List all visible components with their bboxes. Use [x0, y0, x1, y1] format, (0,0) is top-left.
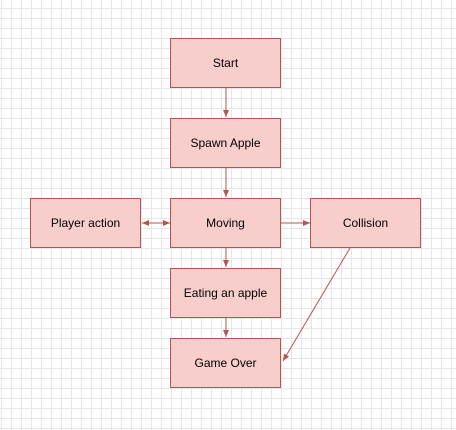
- node-player-action[interactable]: Player action: [30, 198, 141, 248]
- edge-collision-to-game-over: [282, 247, 351, 362]
- node-game-over[interactable]: Game Over: [170, 338, 281, 388]
- node-eating-apple[interactable]: Eating an apple: [170, 268, 281, 318]
- node-collision[interactable]: Collision: [310, 198, 421, 248]
- node-spawn-apple[interactable]: Spawn Apple: [170, 118, 281, 168]
- node-start[interactable]: Start: [170, 38, 281, 88]
- node-moving[interactable]: Moving: [170, 198, 281, 248]
